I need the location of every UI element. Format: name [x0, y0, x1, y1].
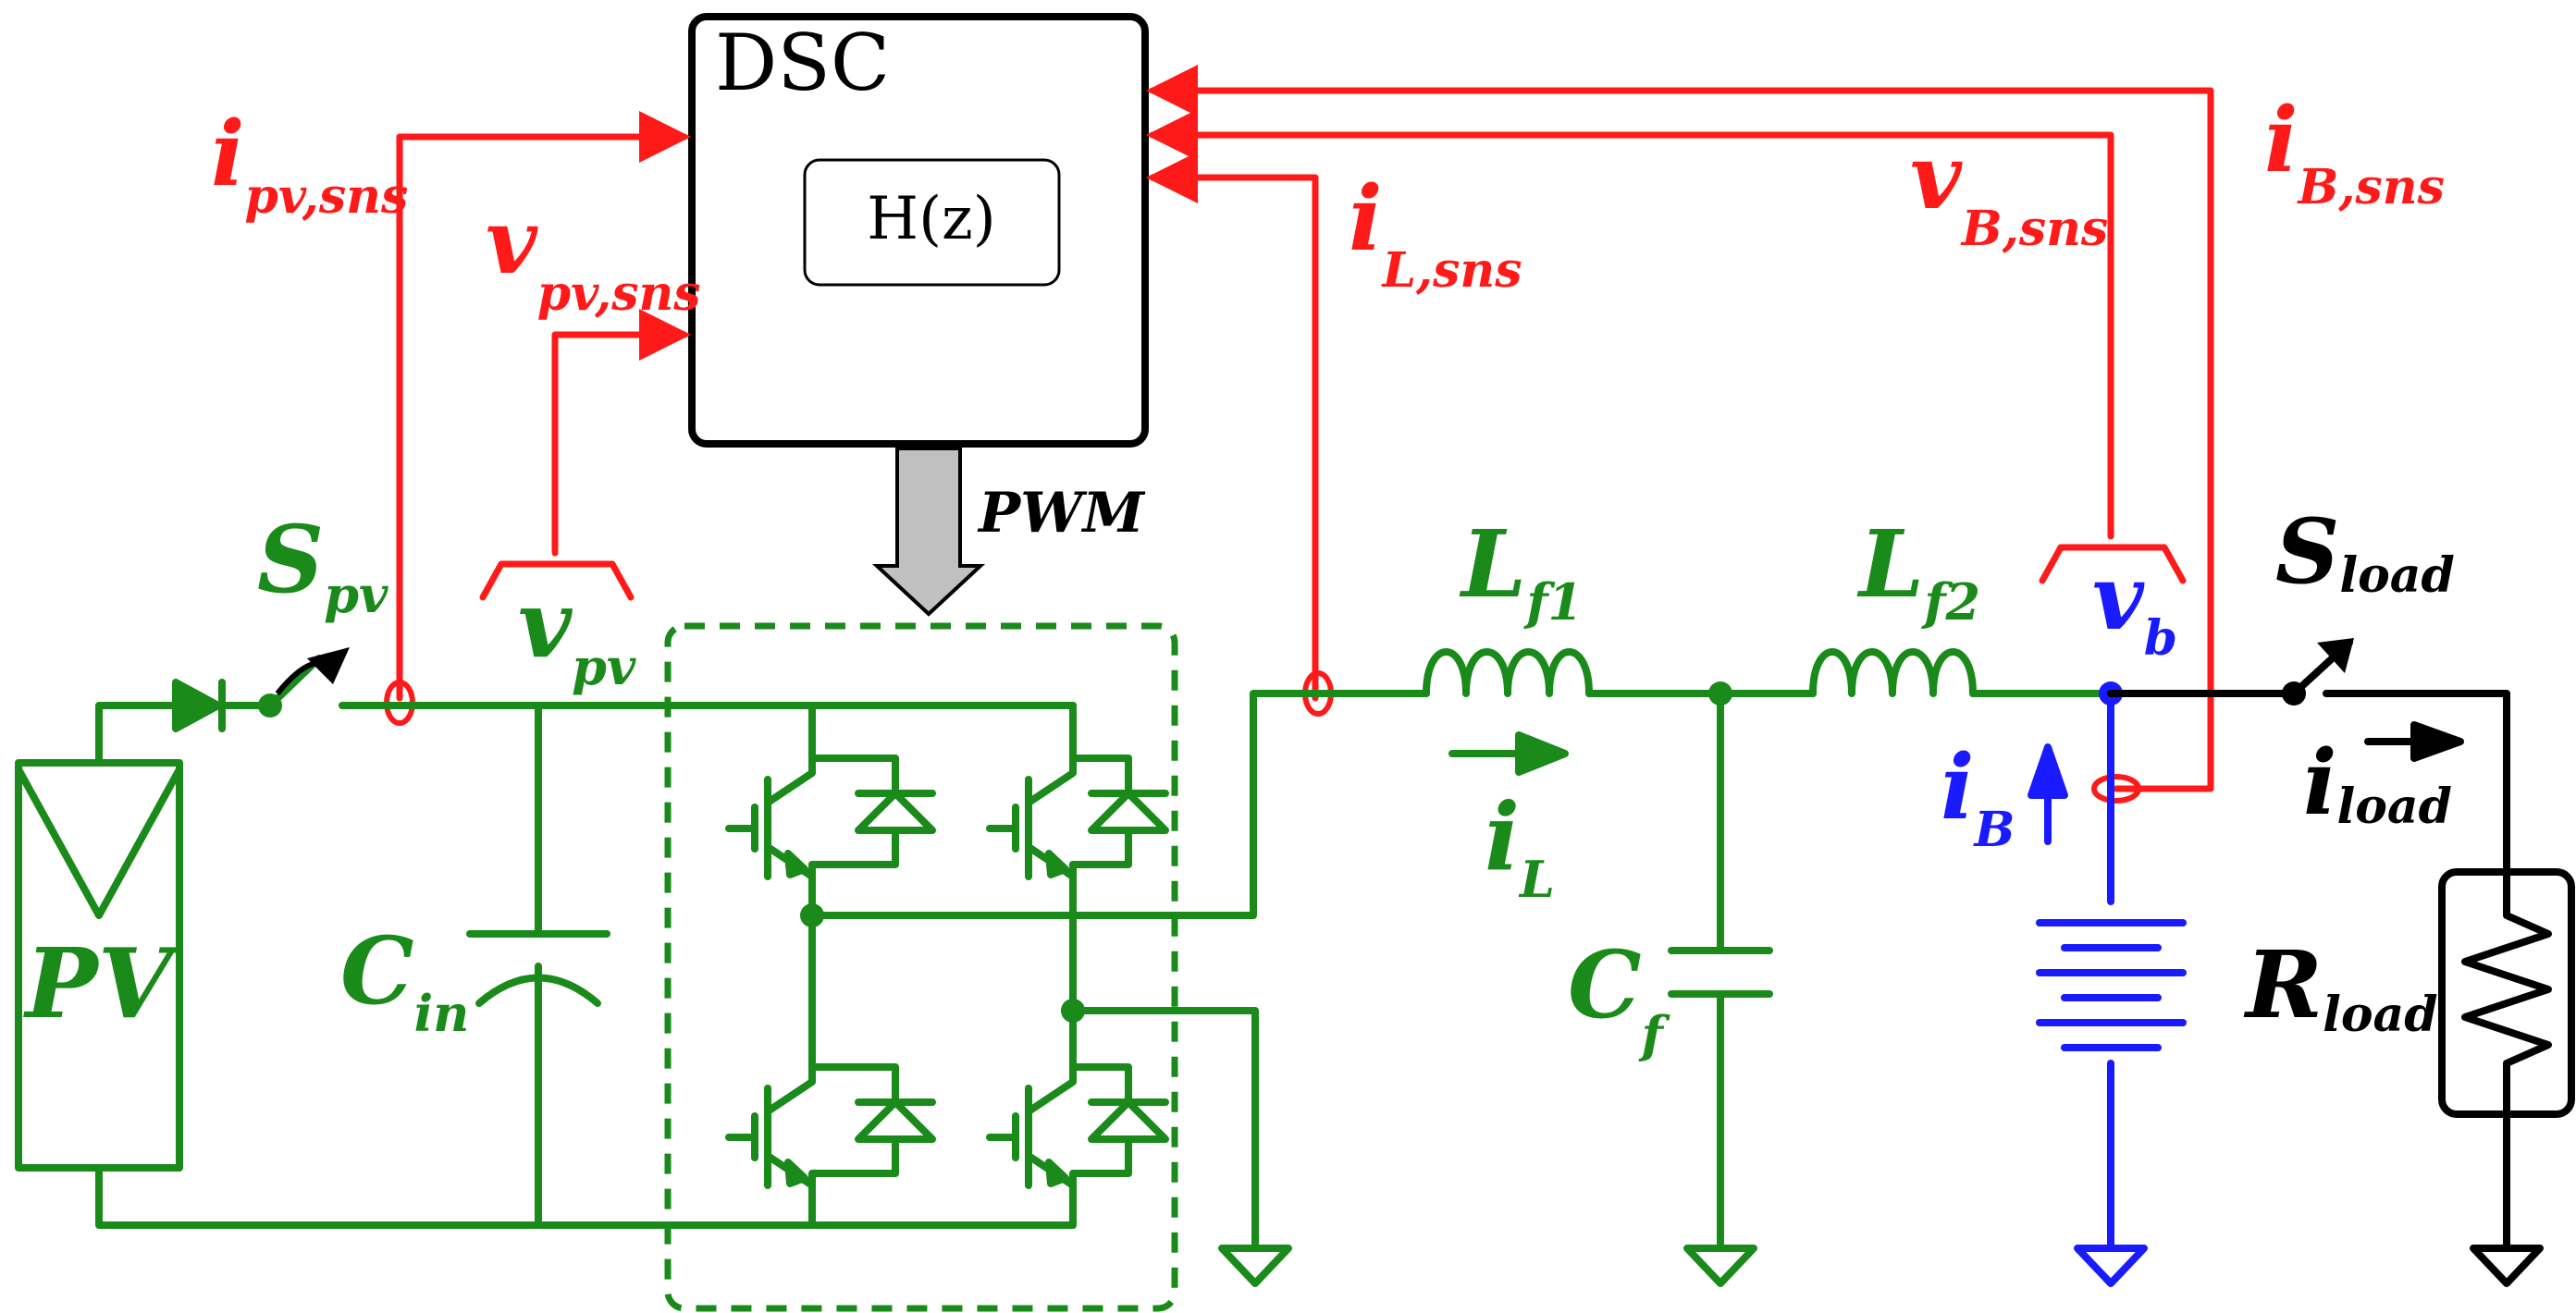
pv-label: PV — [23, 926, 181, 1040]
cf-node — [1708, 681, 1732, 706]
pwm-label: PWM — [977, 481, 1146, 546]
vb-sns-main: v — [1910, 125, 1963, 229]
il-label: iL — [1485, 782, 1555, 909]
cin-label: Cin — [340, 916, 469, 1043]
ib-sense-ring — [2091, 774, 2141, 804]
dsc-block: DSC H(z) — [688, 13, 1149, 448]
ipv-sns-sub: pv,sns — [244, 168, 408, 225]
iload-label: iload — [2303, 730, 2452, 835]
lf2-main: L — [1856, 509, 1924, 619]
ib-sns-label: iB,sns — [2264, 88, 2445, 215]
battery-labels: vb iB — [1941, 546, 2177, 858]
vpv-sns-label: vpv,sns — [486, 190, 701, 322]
rload-main: R — [2243, 930, 2323, 1039]
vpv-sns-main: v — [486, 190, 538, 294]
cin-sub: in — [414, 984, 470, 1043]
spv-main: S — [257, 505, 324, 614]
ipv-sns-label: ipv,sns — [211, 102, 408, 225]
transfer-function-label: H(z) — [867, 185, 995, 253]
sense-labels: ipv,sns vpv,sns iL,sns vB,sns iB,sns — [211, 88, 2445, 322]
iload-sub: load — [2336, 779, 2452, 835]
lf2-sub: f2 — [1920, 572, 1980, 632]
sload-arrowhead — [2317, 638, 2354, 673]
cf-sub: f — [1638, 1005, 1670, 1064]
dsc-title: DSC — [715, 18, 890, 108]
sense-wires — [396, 65, 2214, 792]
cf-main: C — [1568, 930, 1642, 1039]
ib-sns-sub: B,sns — [2296, 159, 2444, 215]
lf2-label: Lf2 — [1856, 509, 1980, 632]
spv-label: Spv — [257, 505, 388, 624]
pwm-arrow — [871, 447, 986, 617]
iload-main: i — [2303, 730, 2336, 835]
vpv-sub: pv — [572, 637, 636, 696]
il-sns-main: i — [1349, 166, 1382, 271]
igbt-switches — [725, 755, 1169, 1189]
il-main: i — [1485, 782, 1520, 891]
load-branch — [2107, 639, 2575, 1287]
vb-sub: b — [2144, 610, 2177, 667]
vb-main: v — [2092, 546, 2145, 650]
lf1-main: L — [1459, 509, 1526, 619]
sload-node — [2282, 681, 2306, 706]
lf1-label: Lf1 — [1459, 509, 1583, 632]
power-labels: PV Spv vpv Cin Lf1 Lf2 iL Cf — [23, 505, 1981, 1064]
vb-sns-label: vB,sns — [1910, 125, 2108, 257]
cin-main: C — [340, 916, 414, 1025]
ib-sns-main: i — [2264, 88, 2298, 192]
ib-label: iB — [1941, 735, 2015, 858]
il-sub: L — [1518, 850, 1555, 909]
sload-label: Sload — [2275, 499, 2455, 604]
spv-arrow-shaft — [275, 659, 340, 695]
vb-label: vb — [2092, 546, 2177, 667]
ib-main: i — [1941, 735, 1974, 840]
vpv-main: v — [518, 570, 573, 679]
load-labels: Sload iload Rload — [2243, 499, 2455, 1043]
bridge-node-a — [800, 903, 824, 927]
power-stage-wires — [15, 648, 2114, 1287]
vpv-sns-sub: pv,sns — [537, 265, 701, 322]
spv-node — [258, 693, 282, 718]
vb-sns-sub: B,sns — [1960, 201, 2108, 257]
battery-branch — [2028, 690, 2187, 1287]
sload-sub: load — [2339, 547, 2455, 604]
lf1-sub: f1 — [1522, 572, 1583, 632]
inverter-boundary — [664, 622, 1178, 1312]
ib-sub: B — [1972, 802, 2015, 858]
vpv-label: vpv — [518, 570, 636, 696]
il-sns-label: iL,sns — [1349, 166, 1522, 299]
cf-label: Cf — [1568, 930, 1670, 1064]
rload-sub: load — [2323, 987, 2438, 1043]
spv-sub: pv — [324, 565, 388, 624]
il-sns-sub: L,sns — [1380, 242, 1522, 299]
sload-main: S — [2275, 499, 2339, 604]
bridge-node-b — [1061, 999, 1085, 1023]
ipv-sns-main: i — [211, 102, 244, 206]
rload-label: Rload — [2243, 930, 2438, 1043]
